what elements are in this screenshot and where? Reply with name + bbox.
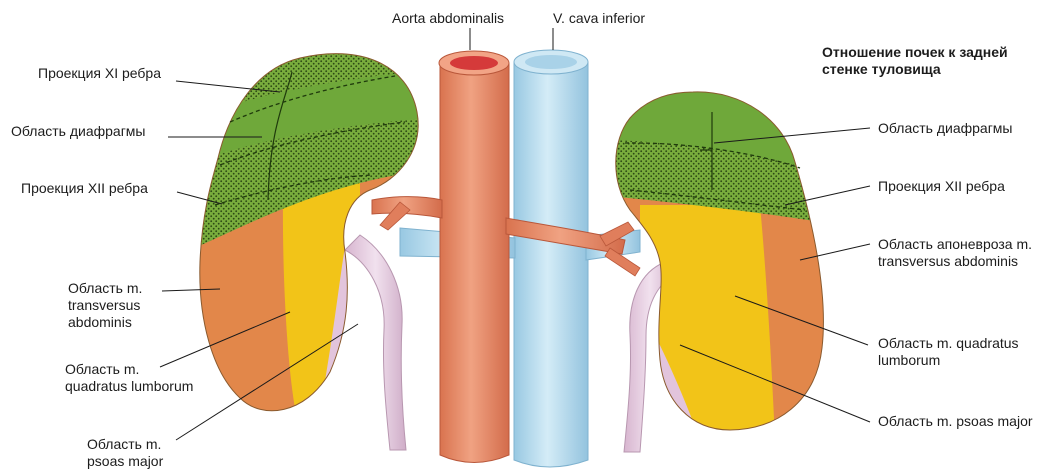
diagram-title: Отношение почек к задней стенке туловища — [822, 44, 1058, 78]
right-psoas-label: Область m. psoas major — [878, 413, 1033, 430]
left-psoas-label: Область m. psoas major — [87, 436, 163, 470]
vena-cava-label: V. cava inferior — [553, 10, 645, 27]
ureter-left — [345, 235, 406, 450]
right-aponeurosis-label: Область апоневроза m. transversus abdomi… — [878, 236, 1032, 270]
left-rib-xii-label: Проекция XII ребра — [21, 180, 148, 197]
aorta-label: Aorta abdominalis — [392, 10, 504, 27]
right-rib-xii-label: Проекция XII ребра — [878, 178, 1005, 195]
vena-cava — [400, 50, 640, 467]
right-quadratus-label: Область m. quadratus lumborum — [878, 335, 1019, 369]
right-diaphragm-label: Область диафрагмы — [878, 120, 1013, 137]
left-diaphragm-label: Область диафрагмы — [11, 123, 146, 140]
left-transversus-label: Область m. transversus abdominis — [68, 280, 142, 331]
left-rib-xi-label: Проекция XI ребра — [38, 65, 161, 82]
left-quadratus-label: Область m. quadratus lumborum — [65, 361, 193, 395]
